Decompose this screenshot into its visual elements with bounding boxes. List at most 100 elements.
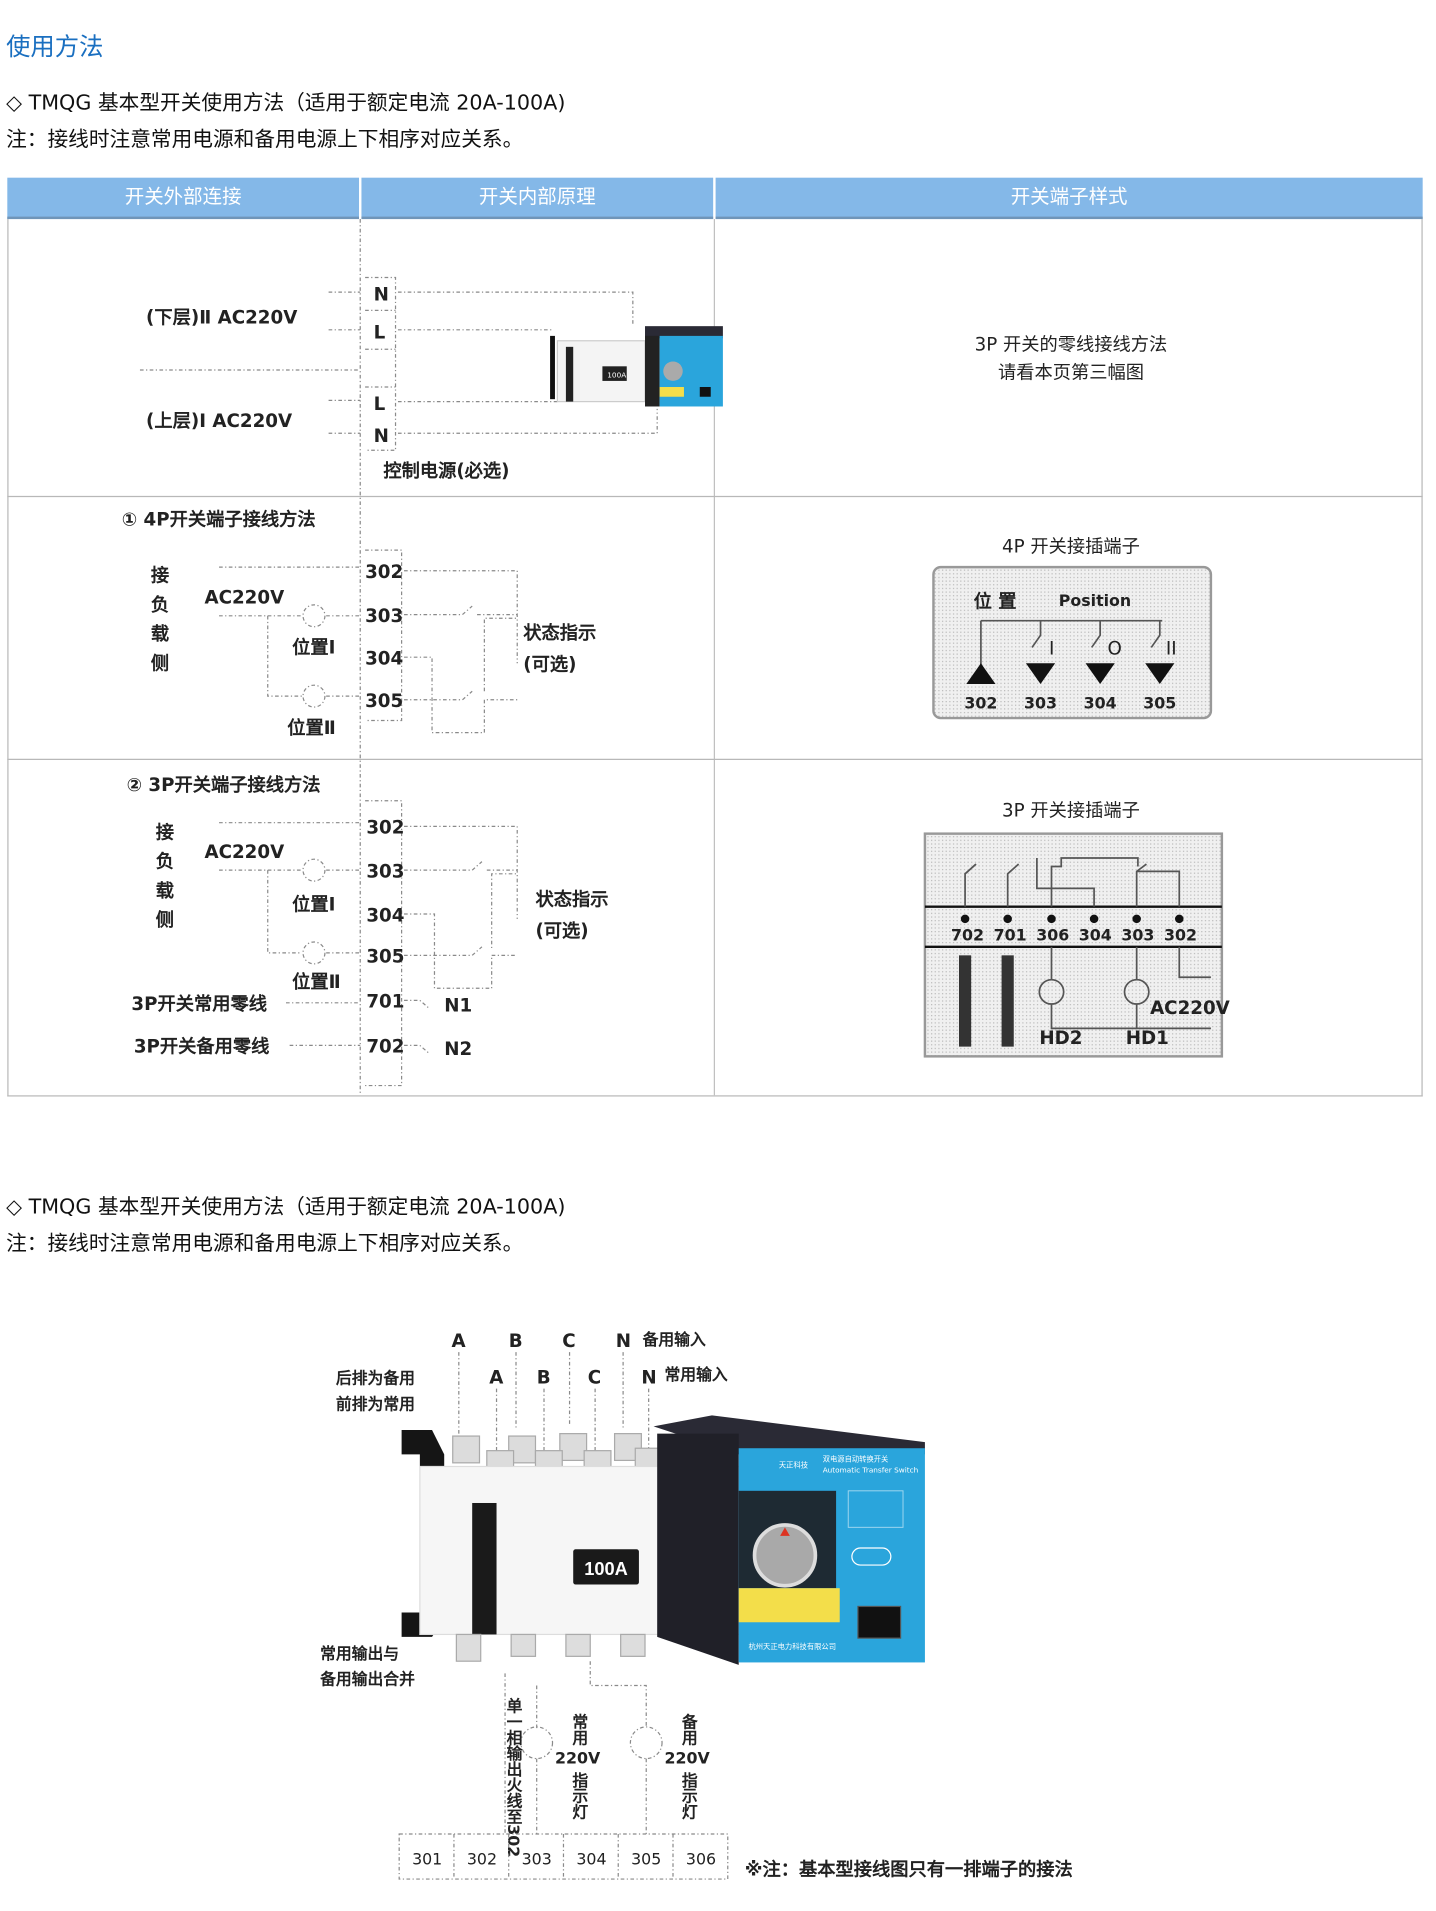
diagram-label: 303 — [365, 606, 403, 627]
diagram-label: 306 — [1036, 926, 1069, 945]
diagram-label: 杭州天正电力科技有限公司 — [748, 1642, 836, 1651]
diagram-label: 侧 — [156, 910, 174, 931]
diagram-label: II — [1166, 639, 1177, 660]
diagram-label: Automatic Transfer Switch — [823, 1466, 919, 1475]
lamp-icon — [302, 941, 326, 965]
diagram-label: 303 — [366, 861, 404, 882]
lamp-icon — [629, 1726, 663, 1760]
header-terminal: 开关端子样式 — [715, 177, 1423, 220]
diagram-label: 304 — [365, 648, 403, 669]
diagram-label: 702 — [951, 926, 984, 945]
section1-heading: ◇ TMQG 基本型开关使用方法（适用于额定电流 20A-100A) — [6, 91, 566, 116]
diagram-label: B — [509, 1331, 523, 1352]
diagram-label: 备用输出合并 — [319, 1669, 415, 1688]
diagram-label: 常用输入 — [664, 1365, 727, 1384]
diagram-label: 接 — [156, 822, 174, 844]
diagram-label: A — [452, 1331, 467, 1352]
diagram-label: 载 — [156, 880, 174, 902]
diagram-label: 前排为常用 — [336, 1394, 415, 1413]
diagram-label: 位置Ⅱ — [292, 971, 341, 993]
diagram-label: 305 — [365, 691, 403, 712]
diagram-label: 备用输入 — [642, 1330, 706, 1349]
header-external: 开关外部连接 — [7, 177, 360, 220]
diagram-label: 220V — [555, 1748, 601, 1767]
diagram-label: N1 — [444, 995, 472, 1016]
diagram-label: N — [616, 1331, 631, 1352]
upper-source-label: (上层)Ⅰ AC220V — [146, 411, 293, 432]
terminal-n: N — [374, 285, 389, 306]
terminal-l: L — [374, 394, 386, 415]
diagram-label: 303 — [522, 1849, 552, 1868]
neutral-wiring-note: 3P 开关的零线接线方法 — [975, 334, 1168, 355]
section1-note: 注：接线时注意常用电源和备用电源上下相序对应关系。 — [6, 127, 524, 153]
diagram-label: 302 — [365, 562, 403, 583]
diagram-label: 3P 开关接插端子 — [1002, 801, 1140, 822]
diagram-label: 701 — [366, 992, 404, 1013]
section2-heading: ◇ TMQG 基本型开关使用方法（适用于额定电流 20A-100A) — [6, 1195, 566, 1220]
diagram-label: 3P开关常用零线 — [131, 993, 267, 1015]
diagram-label: 701 — [994, 926, 1027, 945]
lamp-icon — [302, 684, 326, 708]
diagram-label: 常用 — [570, 1712, 589, 1746]
diagram-label: N2 — [444, 1039, 472, 1060]
row2-4p-diagram: ① 4P开关端子接线方法 接 负 载 侧 AC220V 位置Ⅰ 位置Ⅱ 302 … — [122, 509, 597, 739]
lamp-icon — [520, 1726, 554, 1760]
diagram-label: 状态指示 — [535, 888, 608, 910]
diagram-label: 位置Ⅱ — [287, 717, 336, 739]
diagram-label: 305 — [631, 1849, 661, 1868]
diagram-label: B — [537, 1368, 551, 1389]
diagram-label: 位 置 — [974, 590, 1017, 612]
diagram-label: 301 — [412, 1849, 442, 1868]
diagram-label: Position — [1059, 591, 1131, 610]
diagram-label: 304 — [1079, 926, 1112, 945]
diagram-label: 3P开关备用零线 — [134, 1036, 270, 1058]
diagram-label: (可选) — [523, 655, 576, 676]
diagram-label: A — [489, 1368, 504, 1389]
diagram-label: 位置Ⅰ — [292, 637, 335, 659]
diagram-label: N — [641, 1368, 656, 1389]
see-third-figure-note: 请看本页第三幅图 — [998, 362, 1144, 383]
diagram-label: (可选) — [535, 921, 588, 942]
diagram-label: AC220V — [204, 588, 285, 609]
diagram-label: 302 — [467, 1849, 497, 1868]
diagram-label: 100A — [607, 370, 626, 379]
lamp-icon — [1038, 978, 1065, 1005]
page-title: 使用方法 — [6, 31, 104, 61]
section2-note: 注：接线时注意常用电源和备用电源上下相序对应关系。 — [6, 1231, 524, 1256]
lamp-icon — [1123, 978, 1150, 1005]
diagram-label: 侧 — [151, 653, 169, 674]
diagram-label: 备用 — [679, 1712, 698, 1746]
diagram-label: 304 — [576, 1849, 606, 1868]
row3-3p-plug: 3P 开关接插端子 702 701 306 304 303 302 HD2 HD… — [923, 801, 1231, 1058]
diagram-label: 位置Ⅰ — [292, 893, 335, 915]
diagram-label: 305 — [366, 947, 404, 968]
rating-label: 100A — [584, 1558, 628, 1579]
lamp-icon — [302, 858, 326, 882]
control-power-label: 控制电源(必选) — [383, 460, 509, 482]
diagram-label: 304 — [366, 905, 404, 926]
live-wire-label: 单一相输出火线至302 — [504, 1697, 523, 1858]
diagram-label: 302 — [964, 693, 997, 712]
diagram-label: 303 — [1121, 926, 1154, 945]
diagram-label: 常用输出与 — [320, 1644, 399, 1663]
switch-product-image-small: 100A — [550, 326, 723, 407]
diagram-label: 303 — [1024, 693, 1057, 712]
diagram-label: 302 — [1164, 926, 1197, 945]
diagram-label: O — [1107, 639, 1121, 660]
diagram-label: C — [562, 1331, 575, 1352]
diagram-label: 负 — [156, 851, 174, 873]
diagram-label: I — [1049, 639, 1054, 660]
diagram-label: 指示灯 — [570, 1771, 589, 1821]
wiring-table — [7, 219, 1423, 1097]
diagram-label: 220V — [664, 1748, 710, 1767]
diagram-label: C — [588, 1368, 601, 1389]
diagram-label: AC220V — [204, 842, 285, 863]
diagram-label: 4P 开关接插端子 — [1002, 537, 1140, 558]
terminal-l: L — [374, 322, 386, 343]
diagram-label: 状态指示 — [523, 622, 596, 644]
diagram-label: 702 — [366, 1037, 404, 1058]
diagram-label: 指示灯 — [679, 1771, 698, 1821]
diagram-label: 后排为备用 — [336, 1369, 415, 1388]
